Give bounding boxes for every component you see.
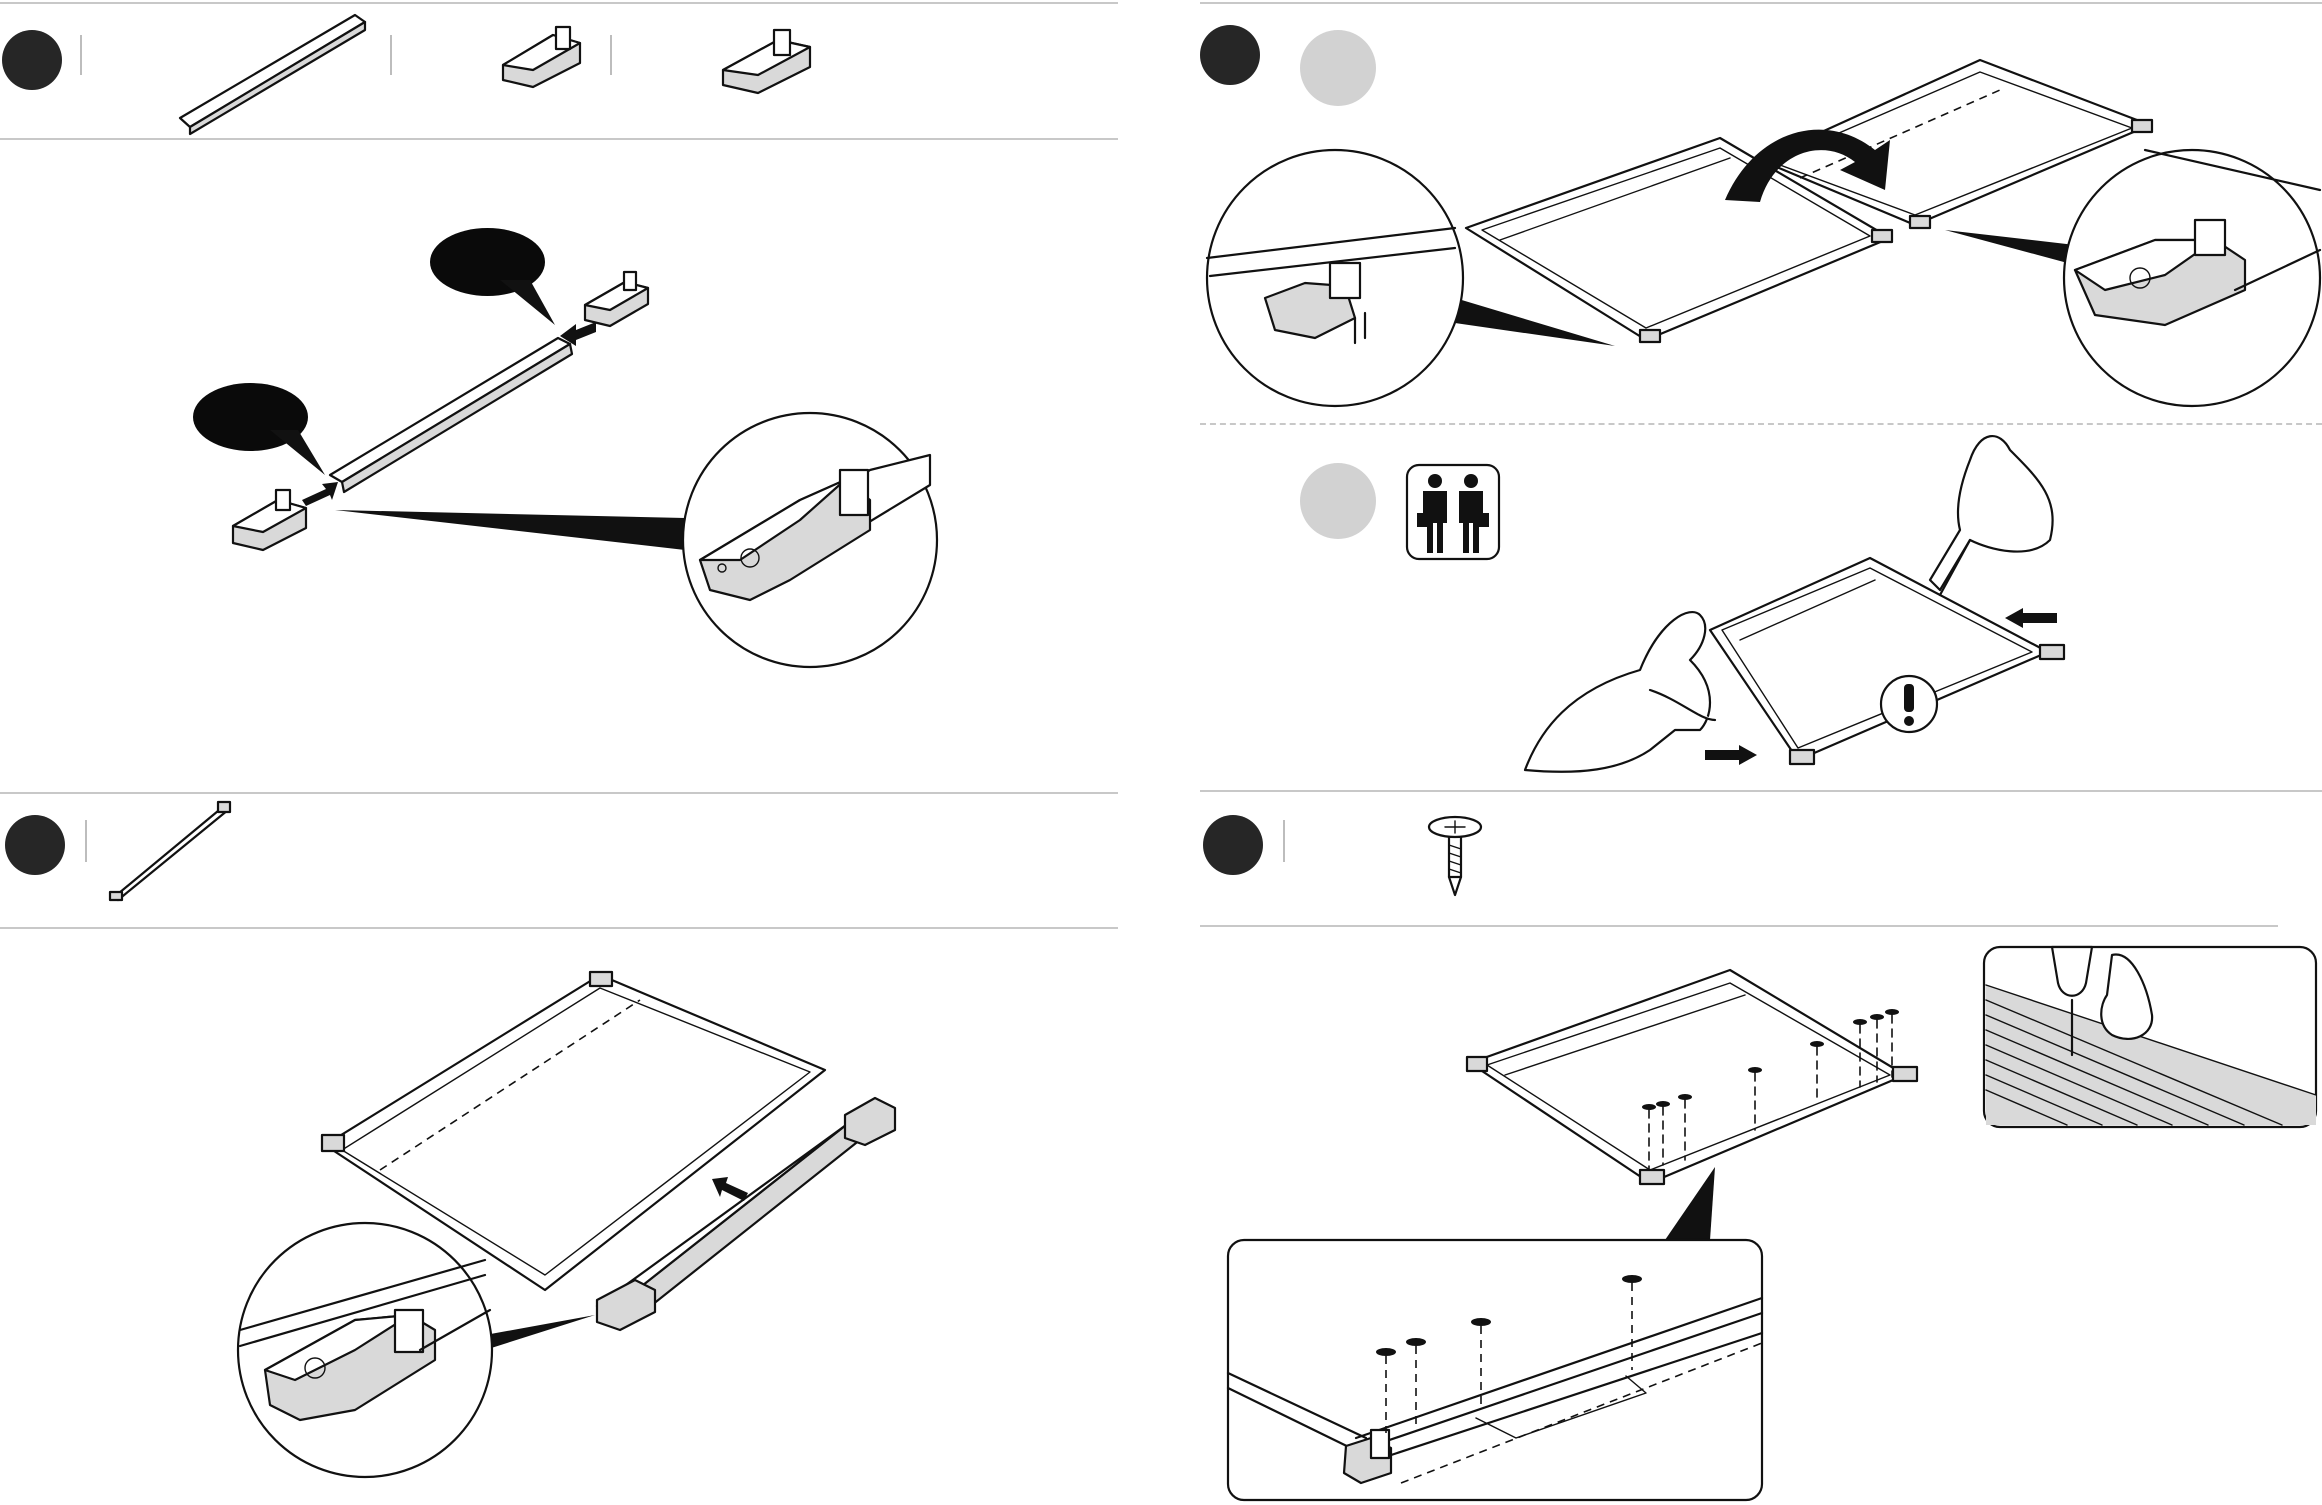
header-rule [0, 927, 1118, 929]
separator [1283, 820, 1285, 862]
substep-2-dot [1300, 463, 1376, 539]
step-b-number-dot [1200, 25, 1260, 85]
zoom-circle-left [1205, 148, 1635, 418]
push-arrow-icon [2005, 605, 2060, 631]
arrow-icon [560, 318, 600, 348]
separator [80, 35, 82, 75]
separator [85, 820, 87, 862]
top-rule [0, 2, 1118, 4]
drill-detail-box [1982, 945, 2318, 1130]
screw-part-icon [1425, 815, 1485, 900]
rotate-arrow-icon [1715, 110, 1895, 220]
step-c-number-dot [5, 815, 65, 875]
step-divider [1200, 790, 2322, 792]
arrow-icon [710, 1175, 750, 1205]
step-a-number-dot [2, 30, 62, 90]
two-persons-icon [1405, 463, 1501, 561]
frame-with-screws-drawing [1465, 965, 1915, 1190]
arrow-icon [300, 478, 340, 512]
zoom-circle-right [1945, 150, 2322, 420]
step-d-number-dot [1203, 815, 1263, 875]
bracket-part-icon [498, 25, 588, 95]
bracket-part-icon [718, 25, 818, 100]
top-rule [0, 792, 1118, 794]
substep-divider [1200, 423, 2322, 425]
screw-detail-box [1226, 1238, 1764, 1503]
zoom-pointer [335, 410, 695, 560]
header-rule [0, 138, 1118, 140]
bubble-tail [500, 280, 560, 330]
zoom-circle [235, 1220, 605, 1505]
header-rule [1200, 925, 2278, 927]
substep-1-dot [1300, 30, 1376, 106]
separator [390, 35, 392, 75]
warning-exclamation-icon [1878, 673, 1940, 735]
zoom-circle [680, 410, 940, 670]
rail-assembly-drawing [595, 1090, 905, 1340]
two-person-frame-drawing [1500, 430, 2160, 780]
rail-part-icon [175, 10, 375, 140]
zoom-pointer [1665, 1165, 1725, 1245]
separator [610, 35, 612, 75]
top-rule [1200, 2, 2322, 4]
push-arrow-icon [1705, 742, 1760, 768]
assembled-rail-part-icon [108, 800, 233, 905]
